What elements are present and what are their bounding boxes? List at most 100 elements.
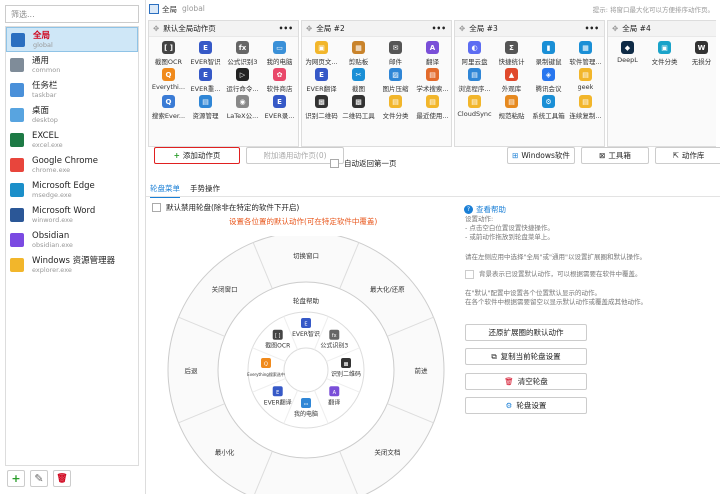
action-item[interactable]: ▤CloudSync [456,93,493,120]
edit-app-button[interactable]: ✎ [30,470,48,487]
wheel-inner-slot[interactable]: EVER智识 [292,330,320,338]
drag-handle-icon[interactable]: ✥ [153,24,160,33]
auto-return-checkbox[interactable] [330,159,339,168]
action-item[interactable]: ▣为网页文... [303,39,340,66]
action-item[interactable]: ▦剪贴板 [340,39,377,66]
tab-wheel-menu[interactable]: 轮盘菜单 [150,183,180,198]
action-item[interactable]: ✉邮件 [377,39,414,66]
wheel-settings-button[interactable]: ⚙轮盘设置 [465,397,587,414]
action-item[interactable]: ▤浏览程序... [456,66,493,93]
add-page-button[interactable]: +添加动作页 [154,146,240,164]
wheel-outer-slot[interactable]: 切换窗口 [293,251,319,260]
action-item[interactable]: ▨图片压缩 [377,66,414,93]
action-item[interactable]: ✂截图 [340,66,377,93]
wheel-outer-slot[interactable]: 关闭文档 [374,447,400,456]
wheel-inner-slot[interactable]: 公式识别3 [320,342,348,350]
wheel-help-slot[interactable]: 轮盘帮助 [293,296,320,305]
page-header[interactable]: ✥默认全局动作页••• [149,21,298,37]
toolbox-button[interactable]: ⊠工具箱 [581,146,649,164]
action-item[interactable]: ▤规范粘贴 [493,93,530,120]
wheel-inner-slot[interactable]: EVER翻译 [264,398,292,406]
copy-wheel-button[interactable]: ⧉复制当前轮盘设置 [465,348,587,365]
page-header[interactable]: ✥全局 #2••• [302,21,451,37]
action-item[interactable]: ⚙系统工具箱 [530,93,567,120]
wheel-outer-slot[interactable]: 后退 [185,366,199,375]
wheel-inner-slot[interactable]: 截图OCR [265,342,290,350]
action-library-button[interactable]: ⇱动作库 [655,146,720,164]
page-header[interactable]: ✥全局 #4••• [608,21,716,37]
action-item[interactable]: ◈腾讯会议 [530,66,567,93]
tab-gesture[interactable]: 手势操作 [190,184,220,193]
more-icon[interactable]: ••• [278,24,293,33]
action-item[interactable]: ▣文件分类 [646,39,683,66]
action-item[interactable]: ▲外观库 [493,66,530,93]
wheel-inner-slot[interactable]: Everything搜索选中 [247,371,285,377]
drag-handle-icon[interactable]: ✥ [612,24,619,33]
action-item[interactable]: ◉LaTeX公... [224,93,261,120]
more-icon[interactable]: ••• [431,24,446,33]
action-item[interactable]: ▩识别二维码 [303,93,340,120]
clear-wheel-button[interactable]: 🗑清空轮盘 [465,373,587,390]
action-item[interactable]: ✿软件商店 [261,66,298,93]
delete-app-button[interactable]: 🗑 [53,470,71,487]
action-item[interactable]: ▤连续复制... [567,93,604,120]
action-item[interactable]: ▤学术搜索... [414,66,451,93]
action-item[interactable]: ▷运行命令... [224,66,261,93]
wheel-outer-slot[interactable]: 最小化 [215,447,235,456]
action-item[interactable]: ▤文件分类 [377,93,414,120]
action-item[interactable]: ▭我的电脑 [261,39,298,66]
action-item[interactable]: ▩二维码工具 [340,93,377,120]
wheel-inner-slot[interactable]: 翻译 [328,398,340,406]
action-item[interactable]: ▮录制键鼠 [530,39,567,66]
drag-handle-icon[interactable]: ✥ [459,24,466,33]
page-header[interactable]: ✥全局 #3••• [455,21,604,37]
action-item[interactable]: ▤资源管理 [187,93,224,120]
default-bg-checkbox[interactable] [465,270,474,279]
wheel-outer-slot[interactable]: 最大化/还原 [370,285,405,294]
wheel-inner-slot[interactable]: 我的电脑 [294,410,318,418]
drag-handle-icon[interactable]: ✥ [306,24,313,33]
action-item[interactable]: ◐阿里云盘 [456,39,493,66]
wheel-inner-slot[interactable]: 识别二维码 [331,370,361,378]
filter-input[interactable]: 筛选... [5,5,139,23]
restore-default-button[interactable]: 还原扩展圈的默认动作 [465,324,587,341]
more-icon[interactable]: ••• [584,24,599,33]
windows-app-button[interactable]: ⊞Windows软件 [507,146,575,164]
wheel-outer-slot[interactable]: 前进 [415,366,429,375]
action-item[interactable]: ▤geek [567,66,604,93]
help-link[interactable]: ?查看帮助 [464,204,506,215]
auto-return-toggle[interactable]: 自动返回第一页 [330,158,397,169]
disable-wheel-checkbox[interactable] [152,203,161,212]
action-item[interactable]: [ ]截图OCR [150,39,187,66]
action-item[interactable]: ▦软件管理... [567,39,604,66]
disable-wheel-toggle[interactable]: 默认禁用轮盘(除非在特定的软件下开启) [152,202,299,213]
action-item[interactable]: ◆DeepL [609,39,646,66]
add-general-page-button[interactable]: 附加通用动作页(0) [246,146,344,164]
action-item[interactable]: ▤最近使用... [414,93,451,120]
wheel-center[interactable] [283,347,329,393]
